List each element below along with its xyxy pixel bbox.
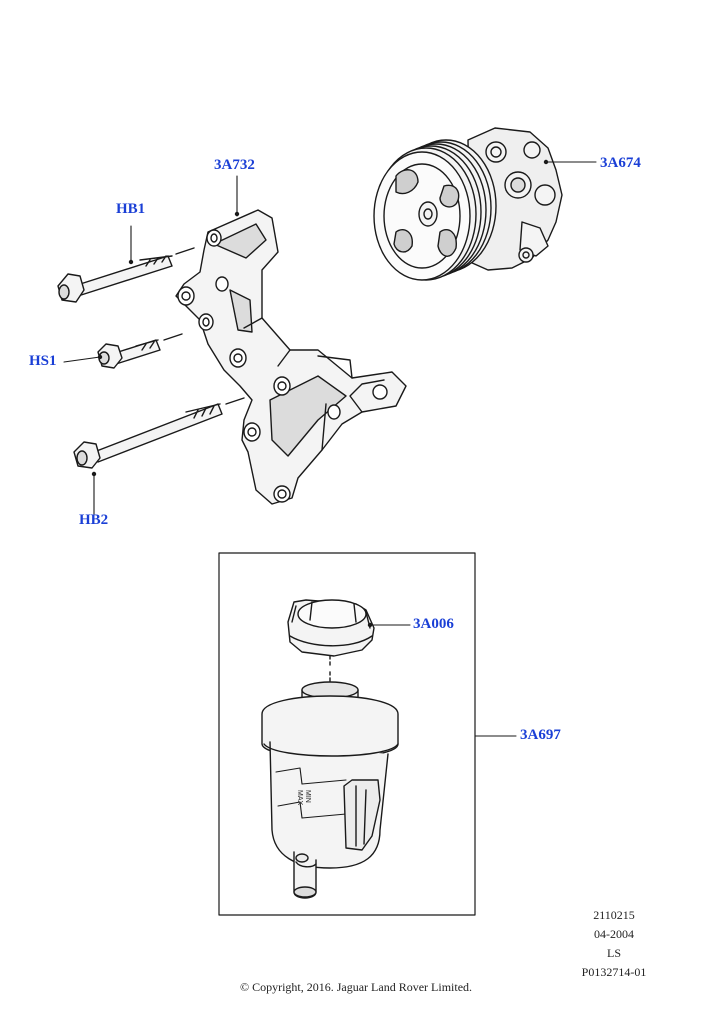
leader-hs1	[63, 356, 101, 363]
callout-hs1[interactable]: HS1	[29, 353, 57, 369]
meta-illustration-id: P0132714-01	[581, 965, 647, 979]
callout-cap[interactable]: 3A006	[413, 616, 454, 632]
meta-block: 2110215 04-2004 LS P0132714-01	[574, 906, 654, 982]
reservoir-max-mark: MAX	[296, 790, 303, 806]
pump-bracket[interactable]	[175, 209, 407, 505]
callout-bracket[interactable]: 3A732	[214, 157, 255, 173]
bolt-hs1[interactable]	[97, 333, 183, 369]
meta-date: 04-2004	[594, 927, 634, 941]
copyright-notice: © Copyright, 2016. Jaguar Land Rover Lim…	[239, 980, 473, 994]
reservoir-body[interactable]	[261, 671, 399, 899]
meta-code: 2110215	[593, 908, 635, 922]
reservoir-frame	[218, 552, 476, 916]
meta-ref: LS	[606, 946, 621, 960]
power-steering-pump[interactable]	[373, 127, 563, 281]
bolt-hb1[interactable]	[57, 247, 195, 303]
callout-hb2[interactable]: HB2	[79, 512, 109, 528]
callout-pump[interactable]: 3A674	[600, 155, 641, 171]
callout-hb1[interactable]: HB1	[116, 201, 146, 217]
reservoir-min-mark: MIN	[304, 790, 311, 803]
bolt-hb2[interactable]	[73, 397, 245, 469]
reservoir-cap[interactable]	[287, 599, 375, 667]
callout-reservoir[interactable]: 3A697	[520, 727, 561, 743]
